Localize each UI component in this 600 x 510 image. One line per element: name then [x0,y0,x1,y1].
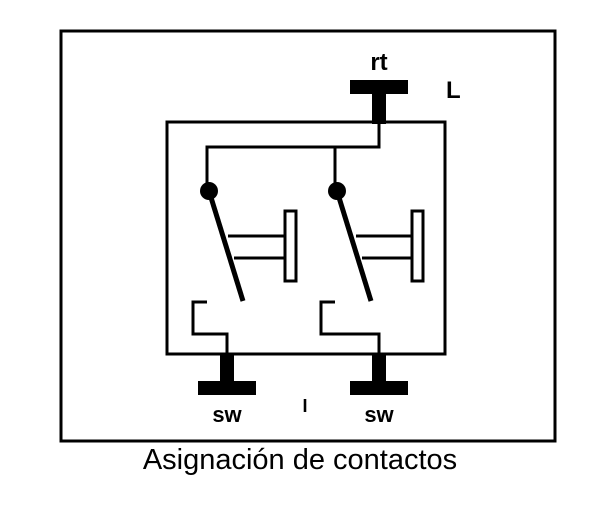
switch-contact-left [191,182,298,355]
label-middle-mark: I [302,396,307,416]
diagram-caption: Asignación de contactos [142,444,458,476]
switch-housing [165,120,447,356]
switch-contact-right [319,182,425,355]
label-rt: rt [370,49,387,76]
terminal-sw-right [350,353,408,395]
label-sw-right: sw [364,402,394,427]
terminal-sw-left [198,353,256,395]
label-l: L [446,77,461,104]
outer-frame [59,29,557,443]
terminal-rt [205,80,408,188]
label-sw-left: sw [212,402,242,427]
